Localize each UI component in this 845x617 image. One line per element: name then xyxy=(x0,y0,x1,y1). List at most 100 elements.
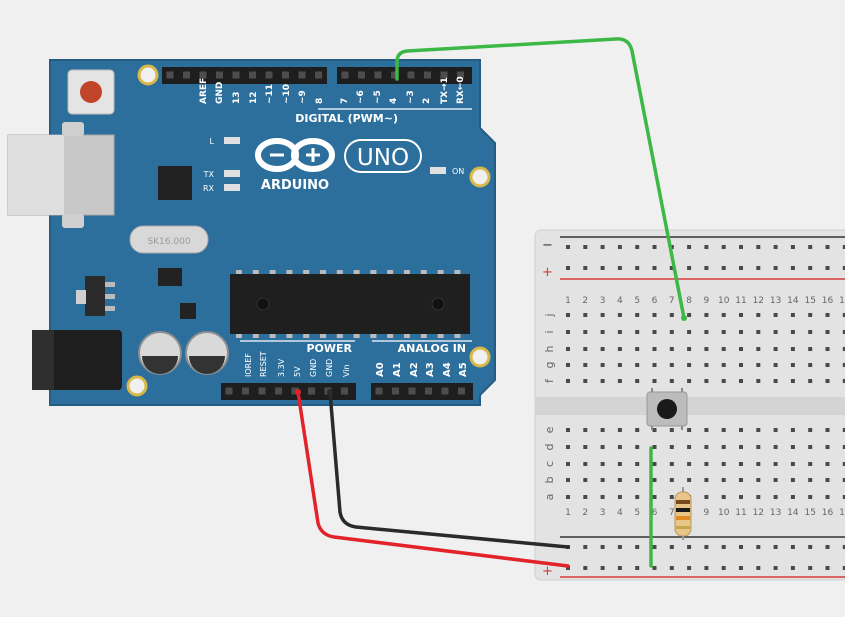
chip-pin xyxy=(404,270,410,274)
rail-hole xyxy=(617,566,622,570)
header-pin xyxy=(374,71,382,79)
column-label: 8 xyxy=(686,296,692,306)
header-pin xyxy=(392,387,399,395)
rail-hole xyxy=(842,266,845,270)
terminal-hole xyxy=(756,445,761,449)
terminal-hole xyxy=(583,478,588,482)
logo-loop-right xyxy=(291,138,335,172)
terminal-hole xyxy=(600,313,605,317)
chip-pin xyxy=(420,334,427,338)
terminal-hole xyxy=(566,462,570,466)
terminal-hole xyxy=(773,445,778,449)
terminal-hole xyxy=(669,462,674,466)
terminal-hole xyxy=(617,363,622,367)
terminal-hole xyxy=(652,363,657,367)
digital-pin-label: 8 xyxy=(315,98,325,104)
rail-hole xyxy=(808,545,813,549)
chip-pin xyxy=(370,270,377,274)
resistor-band xyxy=(676,508,690,512)
chip-pin xyxy=(387,334,394,338)
rail-hole xyxy=(756,566,761,570)
green-wire-pin4-to-button[interactable] xyxy=(395,37,686,320)
terminal-hole xyxy=(704,313,709,317)
terminal-hole xyxy=(842,313,845,317)
terminal-hole xyxy=(790,478,795,482)
header-pin xyxy=(216,71,223,79)
black-wire-gnd[interactable] xyxy=(328,390,570,549)
column-label: 13 xyxy=(770,296,781,306)
header-pin-holes xyxy=(166,71,465,395)
terminal-hole xyxy=(617,313,622,317)
row-label: c xyxy=(543,461,556,467)
chip-pin xyxy=(286,270,293,274)
terminal-hole xyxy=(600,363,605,367)
reset-button-cap[interactable] xyxy=(80,81,102,103)
terminal-hole xyxy=(721,379,726,383)
terminal-hole xyxy=(600,330,605,334)
terminal-hole xyxy=(739,313,743,317)
push-button[interactable] xyxy=(646,388,688,430)
column-label: 16 xyxy=(822,508,834,518)
chip-pin xyxy=(320,270,326,274)
header-pin xyxy=(232,71,240,79)
digital-pin-label: ~9 xyxy=(298,90,308,104)
button-cap[interactable] xyxy=(657,399,677,419)
terminal-hole xyxy=(825,445,830,449)
header-pin xyxy=(440,71,448,79)
rail-hole xyxy=(773,266,778,270)
terminal-hole xyxy=(704,462,709,466)
led-on xyxy=(430,167,446,174)
terminal-hole xyxy=(617,462,622,466)
header-pin xyxy=(225,387,233,395)
terminal-hole xyxy=(790,428,795,432)
chip-notch xyxy=(431,297,445,311)
digital-pin-label: ~3 xyxy=(406,90,416,104)
column-label: 6 xyxy=(652,508,658,518)
terminal-hole xyxy=(635,495,640,499)
breadboard-column-labels-bottom: 1234567891011121314151617 xyxy=(565,508,845,518)
digital-pin-label: 2 xyxy=(422,98,432,104)
arduino-uno-board: SK16.000 L TX RX ON ARDUINO UNO xyxy=(7,59,496,406)
led-rx xyxy=(224,184,240,191)
red-wire-5v[interactable] xyxy=(296,390,570,568)
header-pin xyxy=(407,71,415,79)
rail-hole xyxy=(704,545,709,549)
terminal-hole xyxy=(617,379,622,383)
chip-pin xyxy=(437,270,444,274)
chip-pin xyxy=(353,334,360,338)
terminal-hole xyxy=(739,495,743,499)
terminal-hole xyxy=(773,462,778,466)
terminal-hole xyxy=(756,313,761,317)
terminal-hole xyxy=(721,478,726,482)
chip-pin xyxy=(353,270,360,274)
rail-hole xyxy=(739,545,743,549)
terminal-hole xyxy=(756,379,761,383)
terminal-hole xyxy=(583,428,588,432)
terminal-hole xyxy=(687,445,692,449)
terminal-hole xyxy=(652,313,657,317)
column-label: 3 xyxy=(600,508,606,518)
rail-hole xyxy=(583,566,588,570)
terminal-hole xyxy=(756,347,761,351)
terminal-hole xyxy=(808,445,813,449)
breadboard-column-labels-top: 1234567891011121314151617 xyxy=(565,296,845,306)
column-label: 14 xyxy=(787,508,799,518)
rail-hole xyxy=(635,266,640,270)
header-pin xyxy=(249,71,256,79)
chip-pins xyxy=(236,270,461,338)
terminal-hole xyxy=(600,462,605,466)
chip-notch xyxy=(256,297,270,311)
terminal-hole xyxy=(739,363,743,367)
header-pin xyxy=(275,387,282,395)
row-label: j xyxy=(543,313,556,317)
terminal-hole xyxy=(842,445,845,449)
black-wire-end xyxy=(327,389,333,395)
regulator-pin xyxy=(105,282,115,287)
header-pin xyxy=(425,387,432,395)
terminal-hole xyxy=(773,313,778,317)
terminal-hole xyxy=(756,428,761,432)
analog-pin-label: A0 xyxy=(375,362,386,377)
led-l-label: L xyxy=(210,137,215,146)
column-label: 13 xyxy=(770,508,781,518)
